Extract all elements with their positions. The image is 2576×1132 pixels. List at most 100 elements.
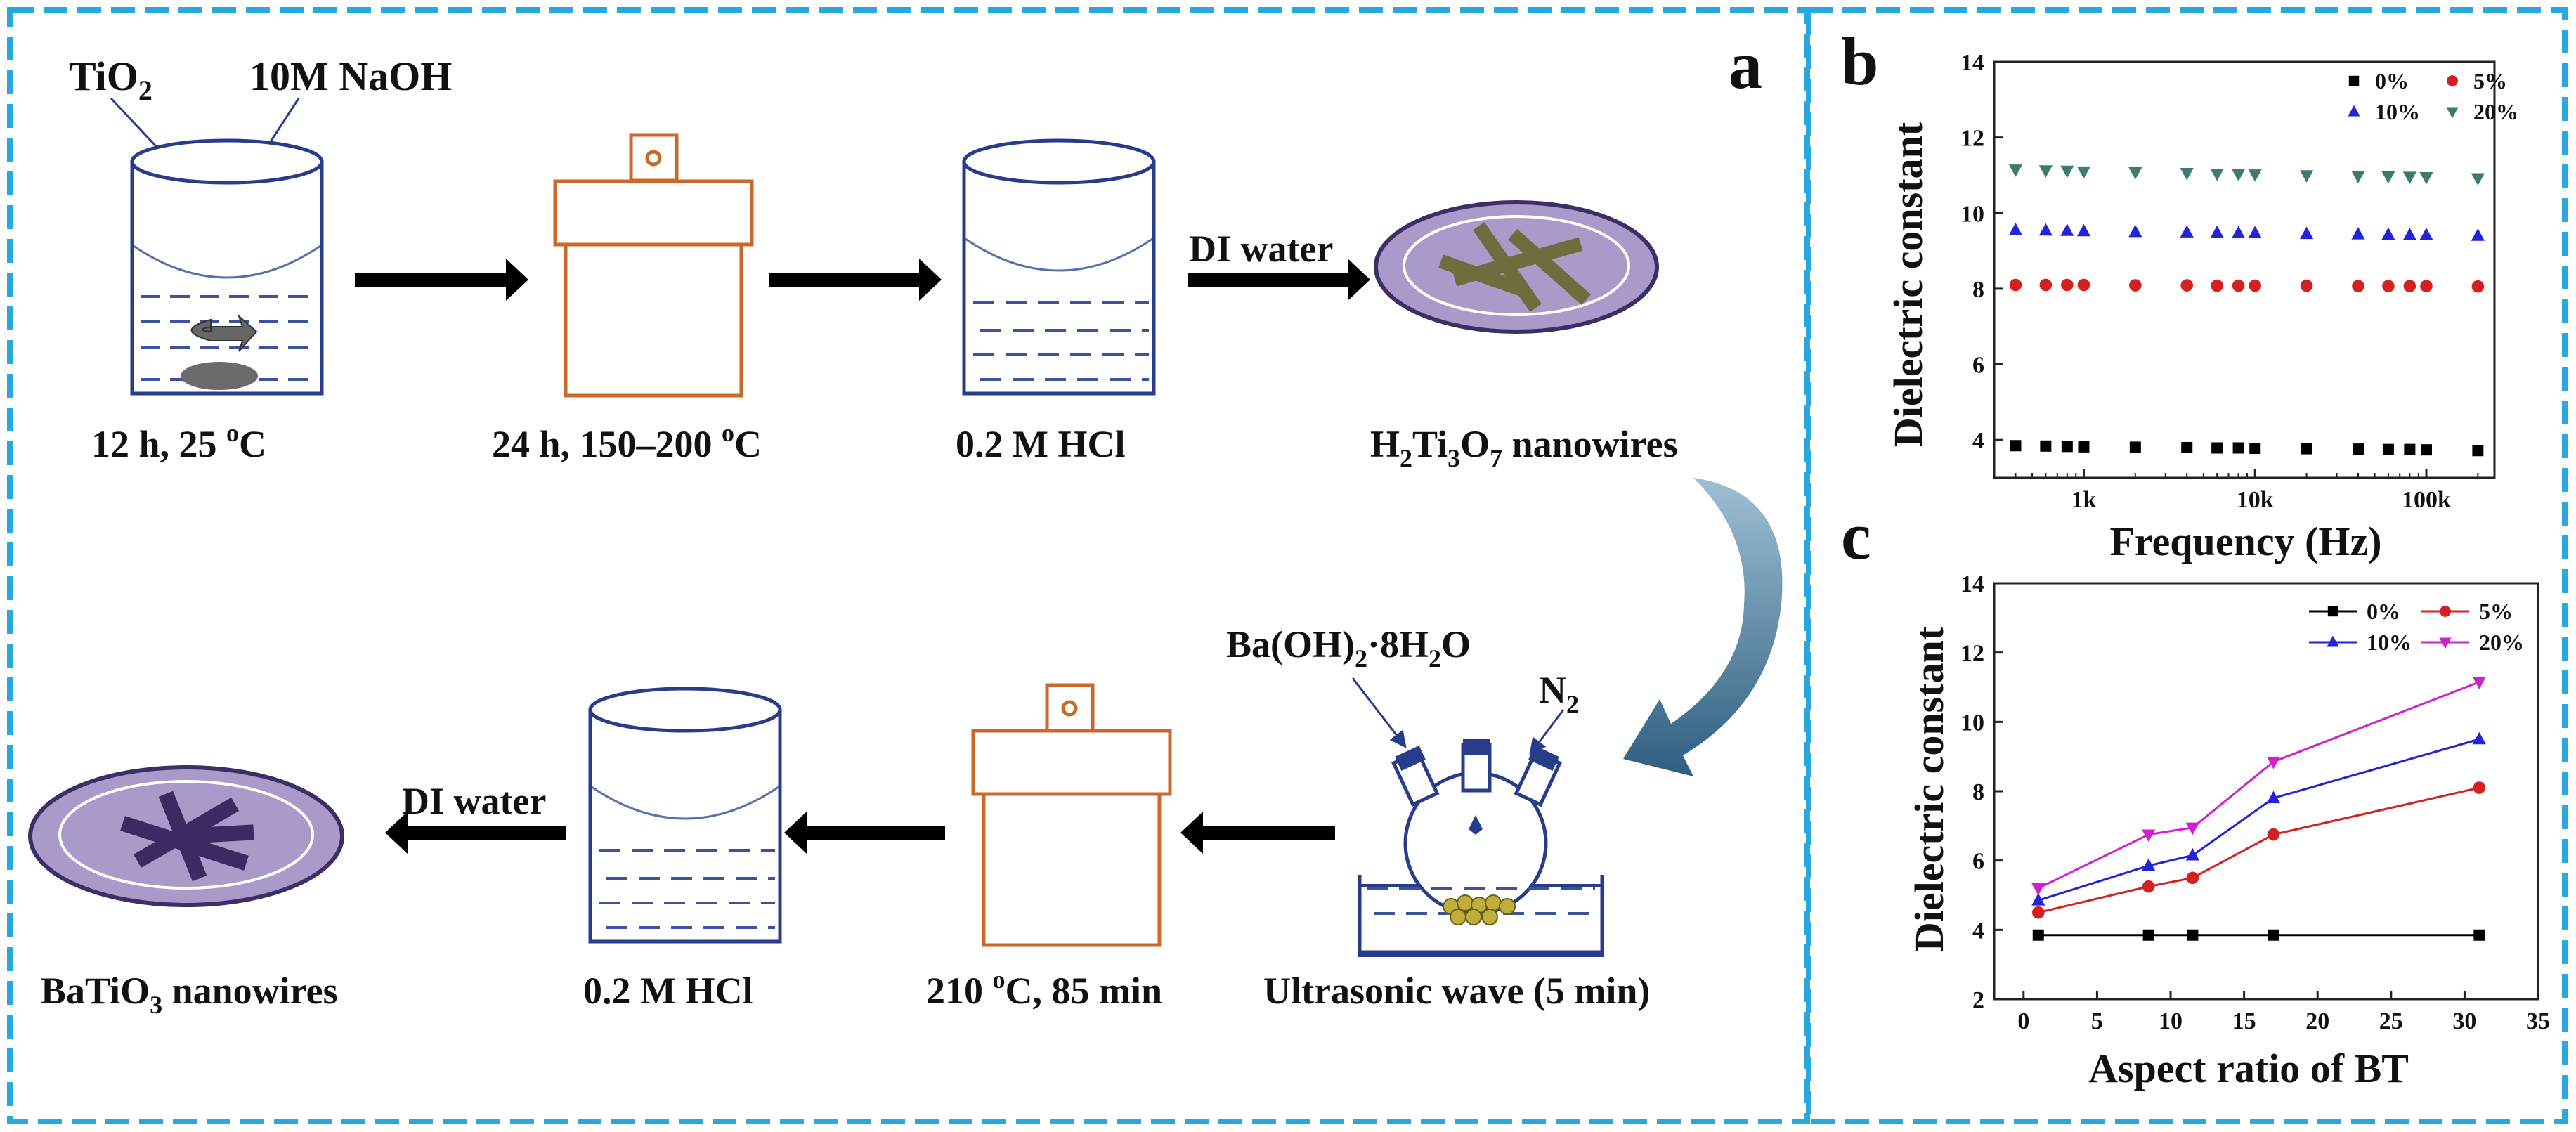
data-point-0% (2040, 440, 2052, 452)
data-point-5% (2180, 279, 2194, 292)
legend-label: 20% (2479, 630, 2524, 655)
data-point-0% (2181, 441, 2193, 453)
y-tick-label: 4 (1972, 428, 1984, 454)
di-water-top-label: DI water (1189, 228, 1333, 270)
n2-label: N2 (1539, 669, 1579, 718)
data-point-0% (2301, 443, 2312, 455)
data-point-0% (2078, 441, 2090, 453)
data-point-5% (2039, 278, 2053, 292)
data-point-0% (2232, 442, 2244, 454)
data-point-20% (2185, 822, 2200, 835)
series-line-5% (2038, 786, 2480, 914)
plot-frame (1993, 582, 2539, 1001)
y-tick-label: 10 (1960, 201, 1984, 227)
x-tick-label: 35 (2526, 1008, 2550, 1034)
data-point-5% (2420, 280, 2433, 292)
data-point-20% (2210, 169, 2224, 181)
data-point-20% (2031, 883, 2045, 896)
data-point-5% (2142, 880, 2155, 893)
beaker-3 (588, 687, 782, 944)
data-point-5% (2211, 279, 2223, 292)
step4-label: H2Ti3O7 nanowires (1370, 423, 1678, 472)
data-point-0% (2010, 440, 2022, 452)
data-point-5% (2009, 278, 2022, 292)
n2-pointer (1529, 709, 1565, 755)
data-point-20% (2142, 829, 2156, 843)
data-point-20% (2232, 169, 2246, 182)
data-point-10% (2471, 228, 2485, 241)
data-point-20% (2472, 677, 2486, 689)
ultrasonic-label: Ultrasonic wave (5 min) (1263, 970, 1650, 1012)
x-tick-label: 20 (2305, 1008, 2329, 1034)
data-point-0% (2187, 929, 2199, 941)
panel-b: b Dielectric constant Frequency (Hz) 468… (1841, 24, 2518, 564)
data-point-0% (2211, 442, 2223, 454)
panel-a-border (7, 7, 1810, 1124)
step8-label: BaTiO3 nanowires (41, 970, 338, 1019)
legend-label: 10% (2367, 630, 2412, 655)
panel-c: c Dielectric constant Aspect ratio of BT… (1841, 498, 2550, 1091)
legend-marker (2348, 75, 2360, 86)
data-point-10% (2248, 226, 2262, 238)
data-point-10% (2031, 893, 2045, 906)
data-point-10% (2419, 228, 2433, 240)
legend-label: 0% (2367, 599, 2400, 624)
data-point-10% (2300, 226, 2314, 240)
x-tick-label: 5 (2091, 1008, 2103, 1034)
data-point-20% (2402, 171, 2416, 185)
panel-bc-border (1806, 7, 2568, 1124)
panel-a-label: a (1729, 27, 1762, 103)
data-point-5% (2077, 278, 2090, 292)
legend-marker (2327, 606, 2338, 617)
arrow-6 (385, 812, 566, 854)
legend-marker (2327, 635, 2339, 647)
y-tick-label: 2 (1972, 987, 1984, 1013)
panel-b-label: b (1841, 24, 1878, 99)
data-point-20% (2300, 170, 2314, 183)
step7-label: 0.2 M HCl (583, 970, 753, 1012)
dish-2 (28, 765, 344, 907)
legend-marker (2446, 107, 2459, 119)
data-point-10% (2060, 223, 2074, 236)
x-tick-label: 25 (2379, 1008, 2403, 1034)
arrow-1 (355, 259, 528, 301)
data-point-0% (2129, 441, 2141, 453)
data-point-20% (2381, 171, 2395, 184)
legend-label: 10% (2375, 99, 2420, 124)
panel-c-label: c (1841, 498, 1871, 573)
step1-label: 12 h, 25 oC (91, 419, 266, 465)
plot-frame (1993, 60, 2496, 479)
data-point-20% (2180, 168, 2194, 181)
autoclave-1 (553, 133, 754, 398)
data-point-10% (2008, 223, 2023, 235)
data-point-10% (2038, 223, 2053, 236)
data-point-5% (2061, 278, 2074, 292)
data-point-20% (2419, 171, 2433, 185)
data-point-10% (2402, 228, 2416, 240)
legend-label: 20% (2473, 99, 2518, 124)
data-point-20% (2248, 169, 2262, 182)
data-point-20% (2266, 756, 2281, 769)
data-point-5% (2267, 828, 2280, 841)
flask (1358, 739, 1604, 957)
panel-b-ylabel: Dielectric constant (1885, 122, 1931, 447)
data-point-0% (2142, 929, 2154, 941)
x-tick-label: 30 (2452, 1008, 2476, 1034)
data-point-5% (2300, 279, 2313, 292)
data-point-0% (2404, 443, 2416, 455)
arrow-3 (1188, 259, 1370, 301)
stir-arrow-icon (190, 313, 258, 352)
baoh-pointer (1351, 677, 1407, 748)
y-tick-label: 4 (1972, 918, 1984, 944)
data-point-5% (2232, 279, 2245, 292)
data-point-10% (2232, 226, 2246, 238)
step2-label: 24 h, 150–200 oC (492, 419, 762, 465)
data-point-20% (2008, 164, 2023, 177)
x-tick-label: 100k (2402, 487, 2451, 513)
step3-label: 0.2 M HCl (956, 423, 1125, 465)
panel-b-xlabel: Frequency (Hz) (2109, 519, 2381, 564)
data-point-10% (2472, 731, 2486, 745)
autoclave-2 (971, 683, 1172, 947)
